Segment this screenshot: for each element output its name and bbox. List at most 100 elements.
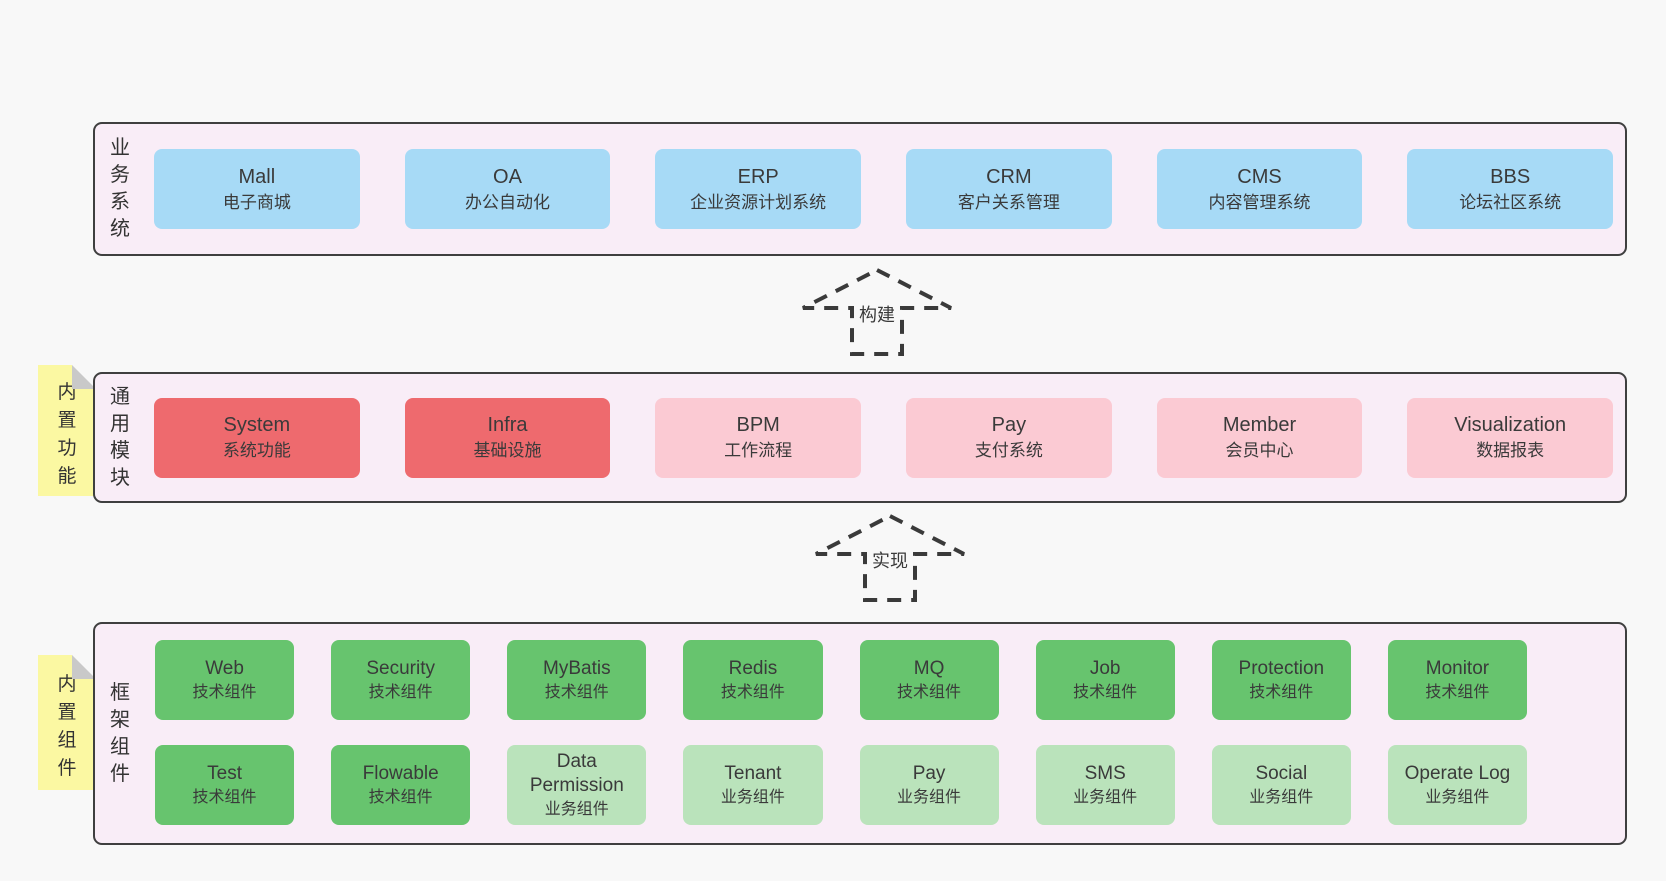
box-subtitle: 技术组件 [1073,683,1138,701]
component-box-mq: MQ 技术组件 [859,640,999,720]
component-box-test: Test 技术组件 [155,745,295,825]
implement-arrow-label: 实现 [870,550,910,572]
box-title: Tenant [724,762,782,784]
common-modules-panel: 通用模块 System 系统功能 Infra 基础设施 BPM 工作流程 Pay… [93,372,1627,503]
box-title: Redis [728,657,778,679]
box-title: Pay [912,762,946,784]
common-modules-label: 通用模块 [110,385,130,489]
component-box-data-permission: Data Permission 业务组件 [507,745,647,825]
business-box-bbs: BBS 论坛社区系统 [1407,149,1614,229]
box-title: Job [1089,657,1121,679]
box-title: Infra [487,414,528,436]
component-box-monitor: Monitor 技术组件 [1387,640,1527,720]
box-subtitle: 会员中心 [1225,441,1294,460]
box-subtitle: 业务组件 [544,800,609,818]
box-subtitle: 业务组件 [1425,788,1490,806]
box-subtitle: 论坛社区系统 [1459,192,1562,212]
component-box-protection: Protection 技术组件 [1211,640,1351,720]
component-box-mybatis: MyBatis 技术组件 [507,640,647,720]
box-subtitle: 技术组件 [368,788,433,806]
component-box-sms: SMS 业务组件 [1035,745,1175,825]
box-title: Pay [991,414,1027,436]
box-subtitle: 基础设施 [473,441,542,460]
common-modules-row: System 系统功能 Infra 基础设施 BPM 工作流程 Pay 支付系统… [154,397,1614,478]
box-subtitle: 技术组件 [720,683,785,701]
business-box-cms: CMS 内容管理系统 [1156,149,1363,229]
box-title: BBS [1490,165,1531,188]
module-box-infra: Infra 基础设施 [404,397,611,478]
business-box-erp: ERP 企业资源计划系统 [655,149,862,229]
component-box-web: Web 技术组件 [155,640,295,720]
box-subtitle: 技术组件 [544,683,609,701]
box-subtitle: 业务组件 [1073,788,1138,806]
built-in-features-note-label: 内置功能 [57,381,77,487]
box-subtitle: 支付系统 [974,441,1043,460]
box-title: Protection [1238,657,1325,679]
box-subtitle: 系统功能 [222,441,291,460]
box-subtitle: 电子商城 [222,192,291,212]
business-box-crm: CRM 客户关系管理 [906,149,1112,229]
box-title: Social [1255,762,1308,784]
box-title: BPM [736,414,780,436]
box-subtitle: 技术组件 [192,788,257,806]
built-in-components-note-label: 内置组件 [57,673,77,779]
box-title: Security [366,657,435,679]
framework-components-panel: 框架组件 Web 技术组件 Security 技术组件 MyBatis 技术组件… [93,622,1627,845]
built-in-features-note: 内置功能 [38,365,96,496]
implement-arrow-icon: 实现 [805,512,975,604]
box-title: SMS [1084,762,1126,784]
component-box-tenant: Tenant 业务组件 [683,745,823,825]
box-title: MQ [913,657,945,679]
module-box-bpm: BPM 工作流程 [655,397,862,478]
framework-components-label: 框架组件 [110,681,130,785]
box-title: System [223,414,291,436]
module-box-pay: Pay 支付系统 [906,397,1112,478]
business-systems-label: 业务系统 [110,137,130,240]
box-title: Mall [238,165,276,188]
component-box-operate-log: Operate Log 业务组件 [1387,745,1527,825]
build-arrow-icon: 构建 [792,266,962,358]
box-subtitle: 技术组件 [192,683,257,701]
module-box-member: Member 会员中心 [1156,397,1363,478]
box-subtitle: 业务组件 [720,788,785,806]
component-box-flowable: Flowable 技术组件 [331,745,471,825]
box-subtitle: 技术组件 [897,683,962,701]
box-title: Data Permission [529,750,624,796]
component-box-redis: Redis 技术组件 [683,640,823,720]
module-box-visualization: Visualization 数据报表 [1407,397,1614,478]
box-subtitle: 业务组件 [1249,788,1314,806]
box-title: MyBatis [543,657,611,679]
component-box-social: Social 业务组件 [1211,745,1351,825]
box-subtitle: 办公自动化 [465,192,550,212]
box-subtitle: 内容管理系统 [1208,192,1311,212]
component-box-pay: Pay 业务组件 [859,745,999,825]
box-subtitle: 技术组件 [1425,683,1490,701]
business-systems-row: Mall 电子商城 OA 办公自动化 ERP 企业资源计划系统 CRM 客户关系… [154,149,1614,229]
build-arrow-label: 构建 [857,304,897,326]
box-subtitle: 技术组件 [1249,683,1314,701]
box-title: Visualization [1454,414,1567,436]
module-box-system: System 系统功能 [154,397,360,478]
box-title: CRM [986,165,1032,188]
box-title: Flowable [362,762,439,784]
component-box-job: Job 技术组件 [1035,640,1175,720]
box-title: CMS [1237,165,1282,188]
box-subtitle: 业务组件 [897,788,962,806]
framework-components-grid: Web 技术组件 Security 技术组件 MyBatis 技术组件 Redi… [155,640,1527,825]
box-title: Web [205,657,244,679]
business-box-mall: Mall 电子商城 [154,149,360,229]
box-title: Monitor [1425,657,1490,679]
box-subtitle: 数据报表 [1476,441,1545,460]
box-subtitle: 工作流程 [724,441,793,460]
box-title: Test [207,762,242,784]
box-subtitle: 技术组件 [368,683,433,701]
box-subtitle: 客户关系管理 [957,192,1060,212]
box-title: OA [493,165,522,188]
business-box-oa: OA 办公自动化 [404,149,611,229]
box-title: ERP [737,165,779,188]
business-systems-panel: 业务系统 Mall 电子商城 OA 办公自动化 ERP 企业资源计划系统 CRM… [93,122,1627,256]
built-in-components-note: 内置组件 [38,655,96,790]
box-title: Operate Log [1404,762,1511,784]
box-title: Member [1222,414,1297,436]
component-box-security: Security 技术组件 [331,640,471,720]
